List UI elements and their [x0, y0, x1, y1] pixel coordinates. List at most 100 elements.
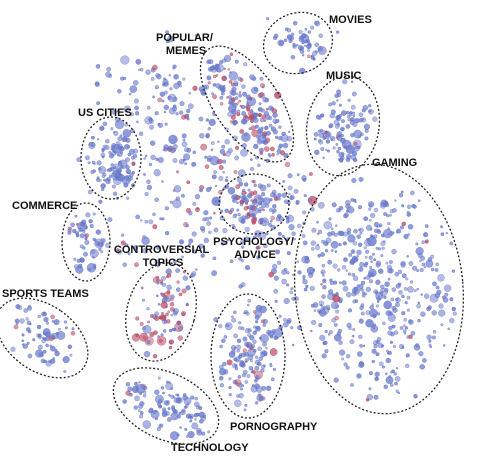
map-point-blue	[325, 139, 331, 144]
map-point-blue	[375, 260, 382, 267]
map-point-blue	[304, 27, 308, 31]
map-point-blue	[73, 264, 79, 269]
map-point-blue	[162, 391, 166, 395]
map-point-blue	[368, 103, 372, 108]
map-point-blue	[173, 397, 180, 404]
map-point-blue	[317, 229, 323, 235]
map-point-blue	[57, 327, 61, 331]
map-point-red	[239, 104, 243, 108]
map-point-red	[316, 232, 320, 236]
map-point-blue	[363, 216, 368, 221]
map-point-blue	[419, 363, 426, 370]
map-point-blue	[240, 245, 245, 249]
map-point-red	[259, 151, 264, 155]
map-point-blue	[124, 143, 130, 150]
map-point-blue	[412, 204, 417, 209]
map-point-blue	[335, 224, 338, 227]
map-point-blue	[184, 162, 188, 166]
map-point-blue	[191, 271, 197, 277]
map-point-blue	[255, 204, 259, 207]
map-point-blue	[105, 139, 110, 144]
map-point-blue	[162, 329, 167, 333]
cluster-label-psychology-advice: PSYCHOLOGY/ ADVICE	[213, 236, 297, 261]
map-point-blue	[340, 155, 345, 161]
map-point-blue	[101, 147, 105, 152]
map-point-blue	[175, 196, 181, 201]
map-point-red	[401, 221, 407, 227]
map-point-blue	[127, 152, 132, 157]
map-point-blue	[184, 427, 188, 431]
map-point-red	[134, 262, 139, 268]
map-point-blue	[308, 272, 314, 278]
map-point-blue	[154, 389, 160, 395]
map-point-blue	[370, 234, 374, 238]
map-point-blue	[406, 295, 411, 300]
map-point-blue	[340, 110, 347, 116]
map-point-blue	[133, 405, 139, 410]
map-point-red	[239, 128, 245, 134]
map-point-blue	[29, 322, 32, 326]
map-point-blue	[181, 133, 187, 139]
map-point-red	[212, 94, 217, 100]
map-point-blue	[121, 136, 128, 143]
map-point-blue	[241, 84, 246, 89]
map-point-blue	[172, 259, 177, 264]
map-point-blue	[146, 340, 151, 345]
map-point-blue	[175, 112, 179, 116]
map-point-red	[152, 224, 158, 230]
map-point-blue	[375, 376, 379, 380]
map-point-blue	[203, 210, 209, 216]
map-point-blue	[352, 257, 358, 263]
map-point-blue	[347, 308, 353, 313]
map-point-blue	[191, 161, 197, 167]
map-point-blue	[144, 219, 149, 224]
map-point-blue	[347, 98, 351, 102]
map-point-blue	[424, 224, 429, 229]
map-point-blue	[350, 154, 357, 161]
map-point-blue	[351, 334, 355, 338]
map-point-blue	[228, 95, 232, 99]
map-point-blue	[271, 211, 275, 215]
map-point-blue	[397, 269, 403, 275]
map-point-blue	[225, 150, 231, 157]
map-point-blue	[307, 197, 312, 203]
map-point-blue	[91, 135, 95, 140]
map-point-blue	[273, 193, 277, 198]
map-point-blue	[382, 321, 386, 326]
map-point-blue	[324, 329, 328, 334]
map-point-red	[152, 64, 158, 71]
map-point-blue	[173, 74, 179, 80]
cluster-outline-pornography	[210, 293, 286, 419]
map-point-blue	[358, 318, 364, 324]
map-point-blue	[377, 230, 382, 235]
map-point-blue	[213, 170, 217, 174]
map-point-blue	[167, 407, 171, 411]
map-point-blue	[295, 199, 300, 205]
map-point-blue	[119, 76, 125, 81]
map-point-blue	[368, 279, 373, 284]
map-point-blue	[369, 308, 378, 318]
map-point-blue	[208, 230, 212, 235]
map-point-blue	[164, 206, 169, 211]
map-point-blue	[187, 103, 194, 110]
map-point-blue	[120, 164, 124, 169]
map-point-blue	[410, 330, 416, 336]
map-point-blue	[136, 120, 139, 124]
map-point-blue	[270, 377, 275, 382]
map-point-blue	[173, 185, 182, 193]
cluster-label-popular-memes: POPULAR/ MEMES	[156, 32, 216, 57]
map-point-blue	[246, 303, 250, 307]
map-point-blue	[135, 214, 141, 220]
map-point-blue	[179, 426, 183, 429]
map-point-blue	[239, 359, 244, 365]
map-point-blue	[231, 198, 237, 203]
map-point-blue	[271, 189, 277, 195]
map-point-blue	[84, 235, 88, 240]
map-point-blue	[344, 199, 351, 206]
map-point-blue	[287, 130, 291, 134]
map-point-blue	[413, 394, 418, 399]
map-point-blue	[196, 429, 202, 436]
map-point-blue	[153, 169, 161, 177]
map-point-blue	[163, 110, 167, 114]
